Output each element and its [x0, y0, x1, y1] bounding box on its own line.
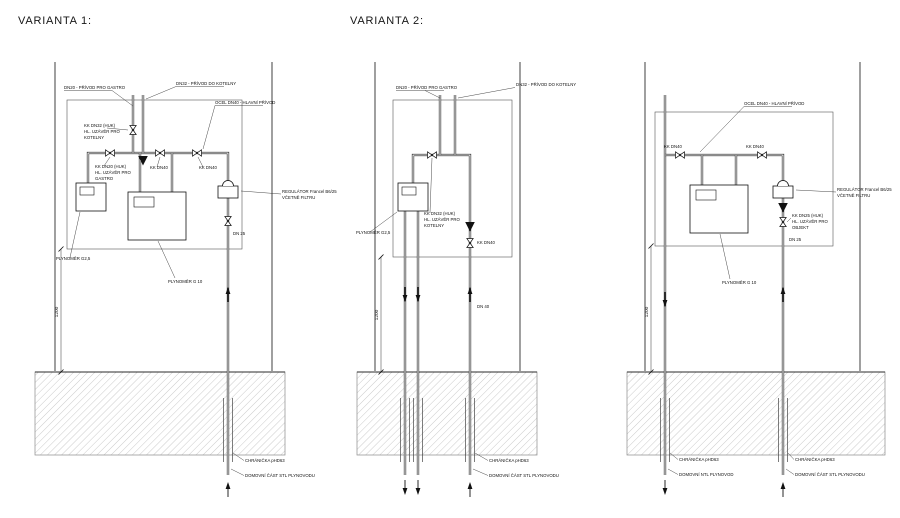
- diagram-variant2b: 1200: [626, 62, 892, 498]
- label-gastro: GASTRO: [95, 176, 114, 181]
- label-domovni-stl: DOMOVNÍ ČÁST STL PLYNOVODU: [795, 472, 865, 477]
- ground-hatch-block: [356, 371, 538, 456]
- label-regulator-2: VČETNĚ FILTRU: [837, 193, 870, 198]
- label-dn32-kotelny: DN32 - PŘÍVOD DO KOTELNY: [176, 81, 236, 86]
- label-kk-dn40: KK DN40: [664, 144, 683, 149]
- flow-arrow-down-icon: [402, 479, 408, 496]
- label-regulator-1: REGULÁTOR Francel B6/25: [837, 187, 892, 192]
- label-ocel-dn40: OCEL DN40 - HLAVNÍ PŘÍVOD: [744, 101, 804, 106]
- label-regulator-1: REGULÁTOR Francel B6/25: [282, 189, 337, 194]
- flow-arrow-down-icon: [662, 291, 668, 308]
- dimension-text: 1200: [374, 309, 380, 320]
- gas-meter-g25: [75, 182, 107, 212]
- meter-niche-outline: [392, 99, 513, 258]
- label-dn20-gastro: DN20 - PŘÍVOD PRO GASTRO: [64, 85, 126, 90]
- label-plynomer-g10: PLYNOMĚR G 10: [168, 279, 203, 284]
- piping: [663, 95, 785, 475]
- label-dn20-gastro: DN20 - PŘÍVOD PRO GASTRO: [396, 85, 458, 90]
- label-domovni-stl: DOMOVNÍ ČÁST STL PLYNOVODU: [489, 473, 559, 478]
- dimension-1200: 1200: [54, 246, 64, 375]
- variant2-title: VARIANTA 2:: [350, 15, 424, 27]
- label-kotelny: KOTELNY: [84, 135, 104, 140]
- flow-arrow-up-icon: [225, 286, 231, 303]
- flow-arrow-up-icon: [467, 286, 473, 303]
- label-chranicka: CHRÁNIČKA pHD63: [245, 458, 285, 463]
- label-plynomer-g25: PLYNOMĚR G2,5: [56, 256, 91, 261]
- label-chranicka: CHRÁNIČKA pHD63: [795, 457, 835, 462]
- label-hl-uzaver: HL. UZÁVĚR PRO: [424, 217, 460, 222]
- valve-icon: [675, 151, 685, 159]
- label-kk-dn40: KK DN40: [477, 240, 496, 245]
- gas-meter-g10: [689, 184, 749, 234]
- dimension-text: 1200: [54, 306, 60, 317]
- dimension-1200: 1200: [374, 254, 384, 375]
- flow-arrow-up-icon: [467, 481, 473, 498]
- filter-icon: [778, 203, 788, 213]
- label-kk-dn25: KK DN25 (HUK): [792, 213, 824, 218]
- label-objekt: OBJEKT: [792, 225, 809, 230]
- label-plynomer-g10: PLYNOMĚR G 10: [722, 280, 757, 285]
- label-plynomer-g25: PLYNOMĚR G2,5: [356, 230, 391, 235]
- regulator-icon: [217, 180, 239, 199]
- flow-arrow-down-icon: [415, 286, 421, 303]
- label-kk-dn40: KK DN40: [746, 144, 765, 149]
- variant1-title: VARIANTA 1:: [18, 15, 92, 27]
- diagram-variant2a: 1200 DN20 -: [356, 62, 576, 498]
- meter-niche-outline: [66, 99, 243, 250]
- flow-arrow-up-icon: [780, 481, 786, 498]
- flow-arrow-up-icon: [225, 481, 231, 498]
- leader-lines: [667, 106, 837, 475]
- leader-lines: [64, 86, 282, 476]
- regulator-icon: [772, 180, 794, 199]
- label-regulator-2: VČETNĚ FILTRU: [282, 195, 315, 200]
- label-dn25: DN 25: [233, 231, 246, 236]
- label-domovni-stl: DOMOVNÍ ČÁST STL PLYNOVODU: [245, 473, 315, 478]
- piping: [403, 95, 472, 475]
- label-chranicka: CHRÁNIČKA pHD63: [489, 458, 529, 463]
- valve-icon: [466, 238, 474, 248]
- label-hl-uzaver: HL. UZÁVĚR PRO: [84, 129, 120, 134]
- dimension-text: 1200: [644, 306, 650, 317]
- filter-icon: [465, 222, 475, 232]
- gas-meter-g25: [397, 182, 429, 212]
- pipe-casing: [660, 398, 788, 462]
- valve-icon: [427, 151, 437, 159]
- valve-icon: [779, 217, 787, 227]
- label-hl-uzaver: HL. UZÁVĚR PRO: [95, 170, 131, 175]
- dimension-1200: 1200: [644, 243, 654, 375]
- ground-hatch-block: [34, 371, 286, 456]
- pipe-casing: [400, 398, 475, 462]
- label-domovni-ntl: DOMOVNÍ NTL PLYNOVOD: [679, 472, 733, 477]
- flow-arrow-down-icon: [402, 286, 408, 303]
- label-kk-dn40: KK DN40: [150, 165, 169, 170]
- gas-meter-g10: [127, 191, 187, 241]
- valve-icon: [129, 125, 137, 135]
- valve-icon: [105, 149, 115, 157]
- valve-icon: [757, 151, 767, 159]
- valve-icon: [155, 149, 165, 157]
- label-chranicka: CHRÁNIČKA pHD63: [679, 457, 719, 462]
- leader-lines: [369, 87, 516, 476]
- label-dn32-kotelny: DN32 - PŘÍVOD DO KOTELNY: [516, 82, 576, 87]
- label-hl-uzaver: HL. UZÁVĚR PRO: [792, 219, 828, 224]
- valve-icon: [192, 149, 202, 157]
- label-dn40: DN 40: [477, 304, 490, 309]
- ground-hatch-block: [626, 371, 886, 456]
- meter-niche-outline: [654, 111, 834, 247]
- diagram-variant1: 1200: [34, 62, 337, 498]
- flow-arrow-down-icon: [415, 479, 421, 496]
- label-kk-dn20: KK DN20 (HUK): [95, 164, 127, 169]
- label-kk-dn40: KK DN40: [199, 165, 218, 170]
- valve-icon: [224, 216, 232, 226]
- label-kk-dn32: KK DN32 (HUK): [424, 211, 456, 216]
- pipe-casing: [223, 398, 233, 462]
- label-kk-dn32: KK DN32 (HUK): [84, 123, 116, 128]
- label-dn25: DN 25: [789, 237, 802, 242]
- label-ocel-dn40: OCEL DN40 - HLAVNÍ PŘÍVOD: [215, 100, 275, 105]
- label-kotelny: KOTELNY: [424, 223, 444, 228]
- flow-arrow-up-icon: [780, 286, 786, 303]
- flow-arrow-down-icon: [662, 479, 668, 496]
